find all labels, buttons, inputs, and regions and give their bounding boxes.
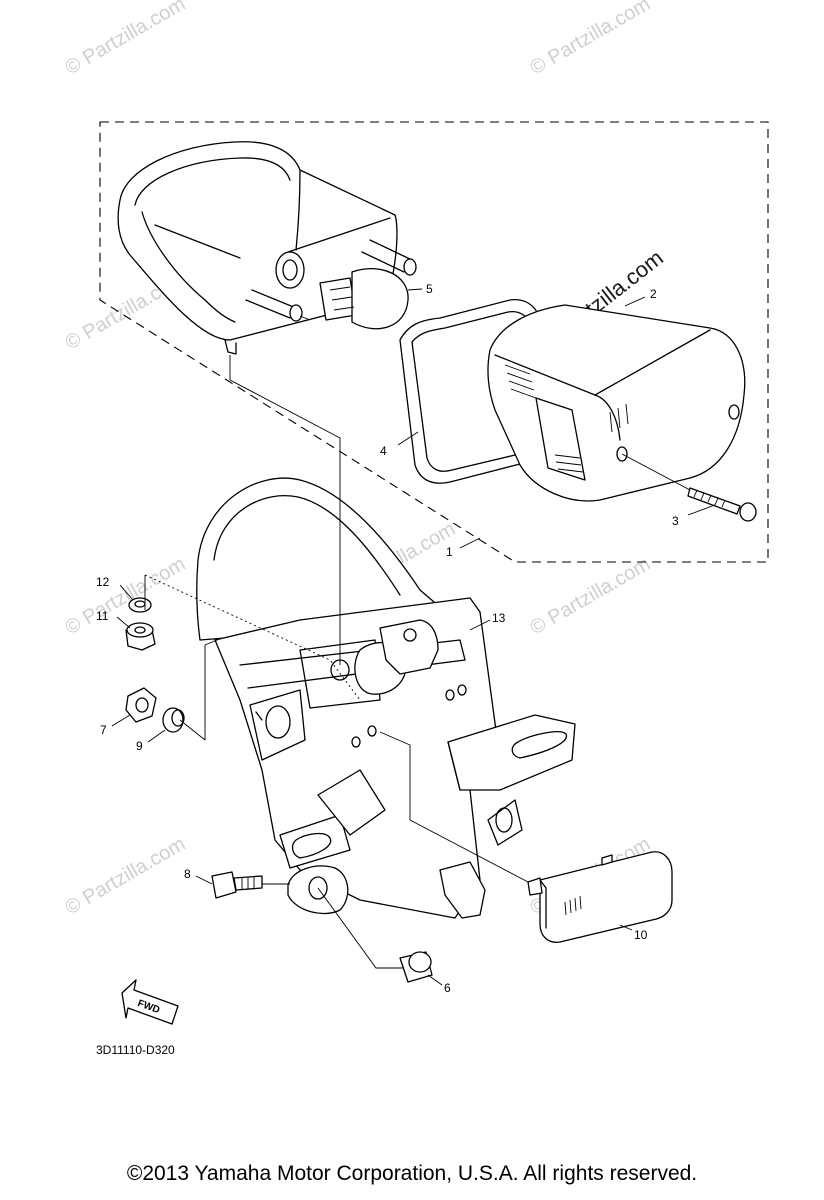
watermark: © Partzilla.com [527, 553, 655, 639]
callout-7: 7 [100, 723, 107, 737]
callout-8: 8 [184, 867, 191, 881]
hardware-nut-6 [399, 951, 433, 983]
callout-6: 6 [444, 981, 451, 995]
callout-5: 5 [426, 282, 433, 296]
assembly-lines [144, 315, 529, 969]
hardware-nut-11 [125, 622, 156, 651]
callout-10: 10 [634, 928, 648, 942]
diagram-code: 3D11110-D320 [96, 1043, 175, 1057]
callout-9: 9 [136, 739, 143, 753]
callout-1: 1 [446, 545, 453, 559]
watermark: © Partzilla.com [527, 0, 655, 79]
bulb [319, 268, 409, 330]
side-reflector [527, 851, 673, 943]
callout-11: 11 [96, 609, 109, 623]
hardware-nut-7 [125, 687, 157, 723]
tail-lens [487, 304, 746, 502]
copyright-notice: ©2013 Yamaha Motor Corporation, U.S.A. A… [126, 1162, 698, 1185]
watermark: © Partzilla.com [62, 553, 190, 639]
hardware-grommet-9 [162, 707, 185, 733]
fwd-arrow-icon: FWD [121, 979, 179, 1025]
hardware-bolt-8 [211, 871, 263, 899]
hardware-washer-12 [128, 597, 152, 613]
callout-4: 4 [380, 444, 387, 458]
watermark: © Partzilla.com [62, 0, 190, 79]
license-bracket [196, 477, 576, 919]
watermark: © Partzilla.com [62, 833, 190, 919]
callout-labels: 5 2 4 3 1 13 12 11 7 9 8 6 10 [96, 282, 679, 995]
lens-screw [621, 453, 757, 522]
callout-2: 2 [650, 287, 657, 301]
callout-13: 13 [492, 611, 506, 625]
callout-12: 12 [96, 575, 110, 589]
assembly-boundary [99, 121, 769, 563]
callout-leaders [111, 288, 716, 986]
callout-3: 3 [672, 514, 679, 528]
